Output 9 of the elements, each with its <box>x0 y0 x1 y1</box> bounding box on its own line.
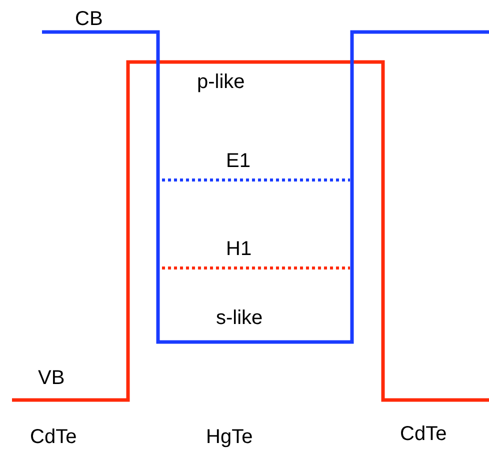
band-label: CB <box>75 9 103 29</box>
energy-level-label: E1 <box>226 151 250 171</box>
band-label: VB <box>38 368 65 388</box>
material-label: CdTe <box>30 427 77 447</box>
band-label: p-like <box>197 72 245 92</box>
material-label: CdTe <box>400 424 447 444</box>
band-label: s-like <box>216 308 263 328</box>
material-label: HgTe <box>206 427 253 447</box>
energy-level-label: H1 <box>226 239 252 259</box>
